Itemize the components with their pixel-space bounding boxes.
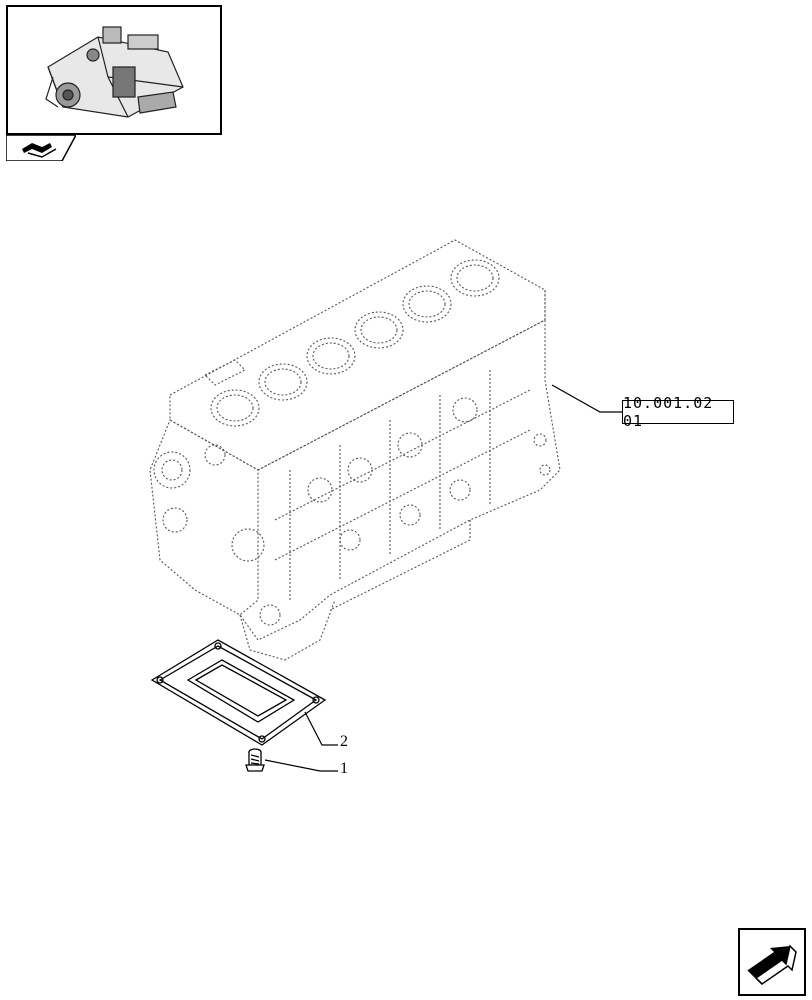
callout-gasket: 2	[340, 733, 348, 751]
engine-thumbnail[interactable]	[6, 5, 222, 135]
next-page-arrow-icon	[747, 944, 797, 985]
callout-screw: 1	[340, 760, 348, 778]
section-nav-tab[interactable]	[5, 134, 78, 162]
cylinder-bores	[210, 259, 500, 427]
callout-number: 1	[340, 760, 348, 777]
reference-code-label: 10.001.02 01	[623, 394, 714, 430]
engine-block-outline	[149, 239, 561, 661]
next-page-button[interactable]	[738, 928, 806, 996]
engine-thumbnail-icon	[45, 26, 184, 118]
gasket-part	[150, 639, 327, 746]
leader-lines	[264, 384, 622, 772]
screw-part	[245, 748, 265, 772]
reference-code-box[interactable]: 10.001.02 01	[622, 394, 734, 430]
callout-number: 2	[340, 733, 348, 750]
book-arrow-icon	[22, 143, 57, 158]
